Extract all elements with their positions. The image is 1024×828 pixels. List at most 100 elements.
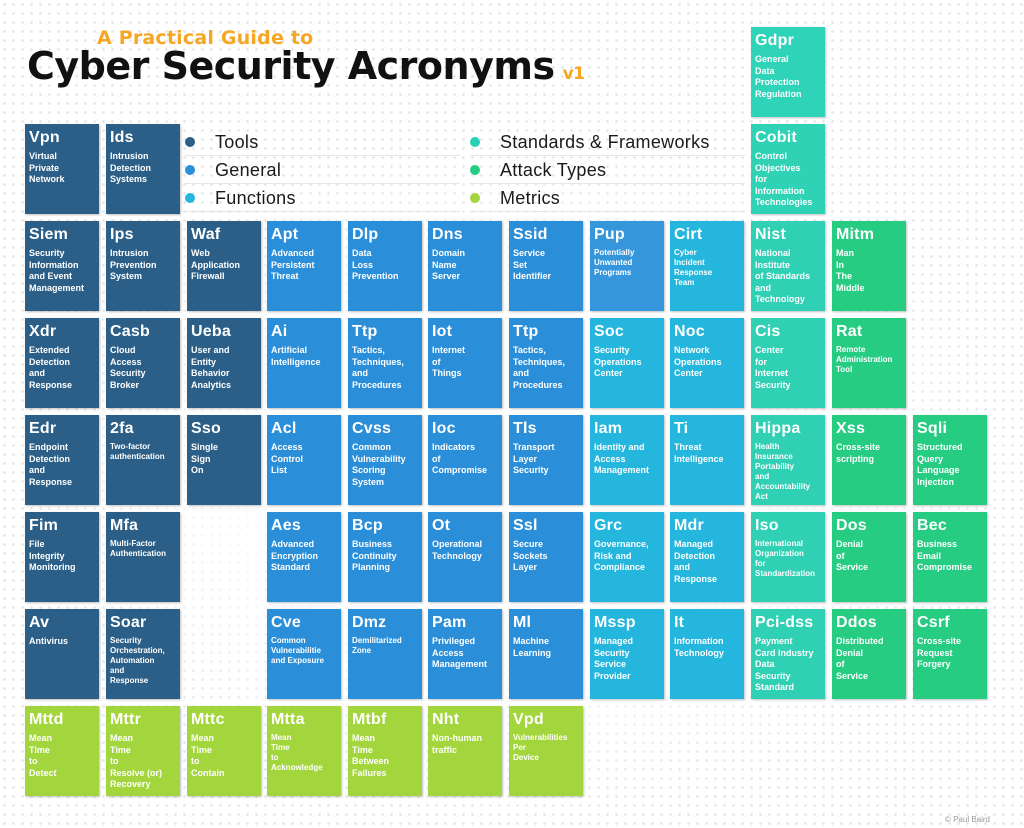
acronym-symbol: Iso (755, 517, 779, 534)
acronym-name: Information Technology (674, 636, 724, 658)
acronym-symbol: Dos (836, 517, 867, 534)
acronym-symbol: Dns (432, 226, 463, 243)
acronym-name: Web Application Firewall (191, 248, 240, 281)
acronym-name: Health Insurance Portability and Account… (755, 442, 811, 501)
acronym-name: Mean Time to Resolve (or) Recovery (110, 733, 163, 789)
acronym-name: Extended Detection and Response (29, 345, 73, 390)
acronym-symbol: Casb (110, 323, 150, 340)
acronym-name: Center for Internet Security (755, 345, 791, 390)
version-badge: v1 (562, 64, 585, 84)
acronym-symbol: Ddos (836, 614, 877, 631)
acronym-name: Structured Query Language Injection (917, 442, 963, 487)
acronym-name: Vulnerabilities Per Device (513, 733, 568, 762)
acronym-name: Domain Name Server (432, 248, 466, 281)
legend-label: Attack Types (500, 159, 607, 180)
acronym-symbol: Ueba (191, 323, 231, 340)
acronym-symbol: Pam (432, 614, 467, 631)
acronym-name: Remote Administration Tool (836, 345, 893, 374)
acronym-symbol: Ti (674, 420, 689, 437)
legend-item-metrics: Metrics (470, 185, 745, 212)
acronym-name: International Organization for Standardi… (755, 539, 816, 578)
legend-dot-icon (470, 193, 480, 203)
acronym-symbol: Csrf (917, 614, 950, 631)
legend-dot-icon (185, 165, 195, 175)
acronym-symbol: Ssid (513, 226, 548, 243)
acronym-symbol: Hippa (755, 420, 801, 437)
acronym-symbol: 2fa (110, 420, 134, 437)
acronym-symbol: Waf (191, 226, 221, 243)
acronym-name: Cross-site scripting (836, 442, 881, 464)
acronym-name: Non-human traffic (432, 733, 482, 755)
legend-label: Tools (215, 131, 259, 152)
acronym-name: Security Information and Event Managemen… (29, 248, 85, 293)
